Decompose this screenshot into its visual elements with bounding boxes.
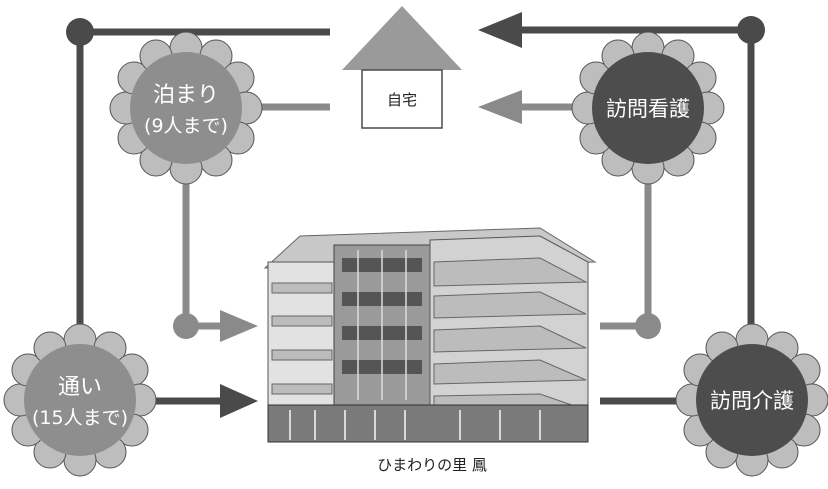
home-roof <box>342 6 462 70</box>
badge-care: 訪問介護 <box>675 323 828 477</box>
day-label: 通い <box>58 375 102 400</box>
facility-name: ひまわりの里 鳳 <box>377 456 487 474</box>
nursing-label: 訪問看護 <box>606 97 690 121</box>
junction-dot-top-left <box>66 18 94 46</box>
home-node: 自宅 <box>342 6 462 129</box>
stay-label: 泊まり <box>153 83 219 108</box>
badge-day: 通い (15人まで) <box>3 323 157 477</box>
arrow-stay-building <box>220 310 258 342</box>
day-capacity: (15人まで) <box>32 407 128 429</box>
badge-stay: 泊まり (9人まで) <box>109 31 263 185</box>
connector-lines <box>66 12 765 418</box>
arrow-day-building <box>220 384 258 418</box>
arrow-care-home <box>478 12 522 48</box>
stay-capacity: (9人まで) <box>144 115 228 137</box>
home-label: 自宅 <box>387 91 417 109</box>
care-label: 訪問介護 <box>710 389 794 413</box>
facility-building: ひまわりの里 鳳 <box>263 227 597 474</box>
badge-nursing: 訪問看護 <box>571 31 725 185</box>
arrow-nursing-home <box>478 90 522 124</box>
home-body <box>361 69 443 129</box>
